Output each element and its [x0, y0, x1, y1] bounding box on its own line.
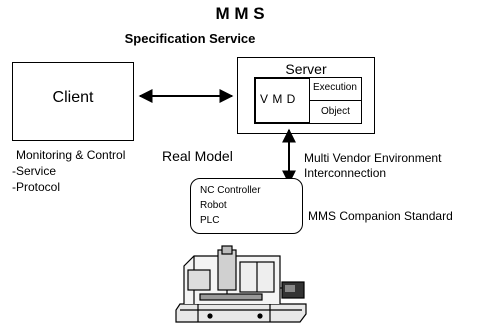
real-model-label: Real Model — [162, 148, 233, 164]
client-caption-item: -Service — [12, 164, 57, 178]
client-caption-item: -Protocol — [12, 180, 61, 194]
client-caption-title: Monitoring & Control — [16, 148, 126, 162]
diagram-subtitle: Specification Service — [124, 31, 256, 46]
interconnection-label: Interconnection — [304, 166, 387, 180]
device-item: PLC — [200, 215, 220, 226]
client-label: Client — [52, 89, 94, 106]
multi-vendor-label: Multi Vendor Environment — [304, 151, 442, 165]
cnc-machine-icon — [175, 245, 307, 323]
object-box: Object — [309, 100, 362, 124]
diagram-title: M M S — [215, 4, 265, 23]
companion-standard-label: MMS Companion Standard — [308, 209, 453, 223]
device-box: NC Controller Robot PLC — [190, 178, 303, 234]
vmd-label: V M D — [260, 92, 296, 106]
client-box: Client — [12, 62, 134, 141]
object-label: Object — [321, 106, 350, 117]
server-label: Server — [285, 61, 327, 77]
device-item: NC Controller — [200, 185, 261, 196]
device-item: Robot — [200, 200, 227, 211]
execution-label: Execution — [313, 82, 357, 93]
